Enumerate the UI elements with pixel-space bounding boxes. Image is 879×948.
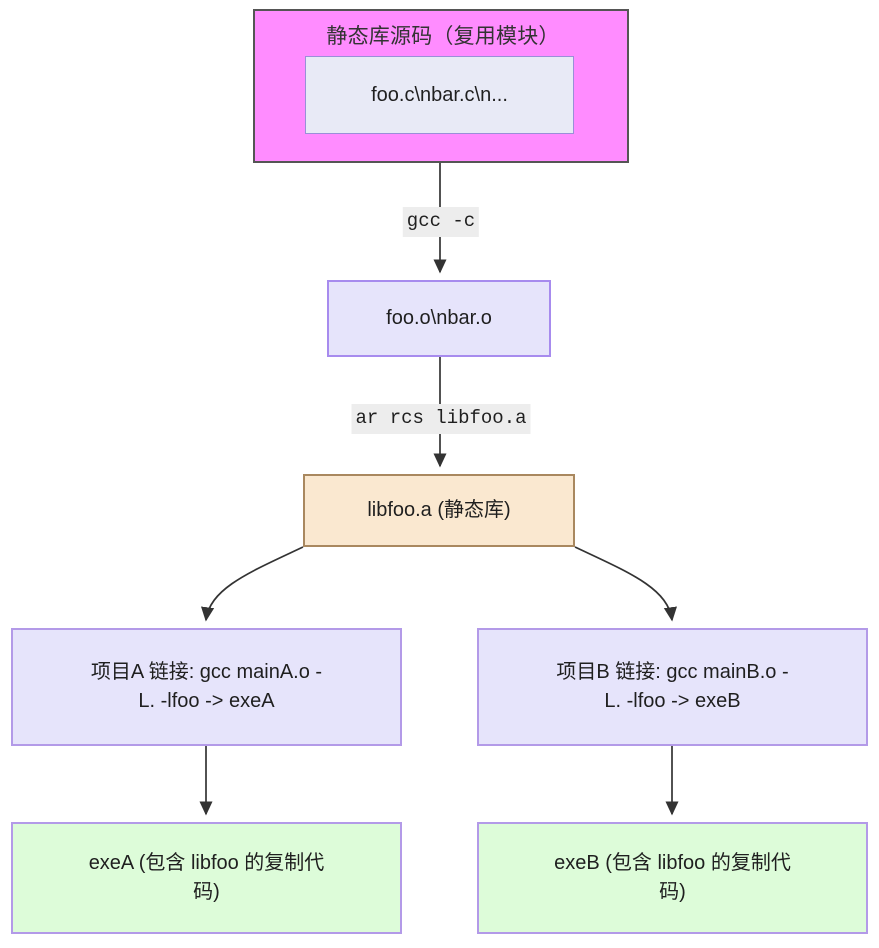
edge-lib-to-proja: [201, 546, 304, 622]
node-executable-b-label: exeB (包含 libfoo 的复制代 码): [554, 852, 791, 903]
edge-label-archive: ar rcs libfoo.a: [351, 404, 531, 434]
node-static-library[interactable]: libfoo.a (静态库): [303, 474, 575, 547]
node-project-a-link-label: 项目A 链接: gcc mainA.o - L. -lfoo -> exeA: [90, 661, 323, 712]
node-source-files[interactable]: foo.c\nbar.c\n...: [305, 56, 574, 134]
node-project-a-link[interactable]: 项目A 链接: gcc mainA.o - L. -lfoo -> exeA: [11, 628, 402, 746]
node-project-b-link[interactable]: 项目B 链接: gcc mainB.o - L. -lfoo -> exeB: [477, 628, 868, 746]
node-object-files-label: foo.o\nbar.o: [386, 307, 492, 329]
edge-lib-to-projb: [574, 546, 677, 622]
node-executable-a[interactable]: exeA (包含 libfoo 的复制代 码): [11, 822, 402, 934]
edge-label-compile: gcc -c: [402, 207, 480, 237]
node-project-b-link-label: 项目B 链接: gcc mainB.o - L. -lfoo -> exeB: [556, 661, 789, 712]
cluster-title: 静态库源码（复用模块）: [326, 25, 560, 48]
node-executable-a-label: exeA (包含 libfoo 的复制代 码): [88, 852, 325, 903]
node-object-files[interactable]: foo.o\nbar.o: [327, 280, 551, 357]
node-executable-b[interactable]: exeB (包含 libfoo 的复制代 码): [477, 822, 868, 934]
node-source-files-label: foo.c\nbar.c\n...: [371, 83, 508, 106]
node-static-library-label: libfoo.a (静态库): [367, 499, 511, 521]
